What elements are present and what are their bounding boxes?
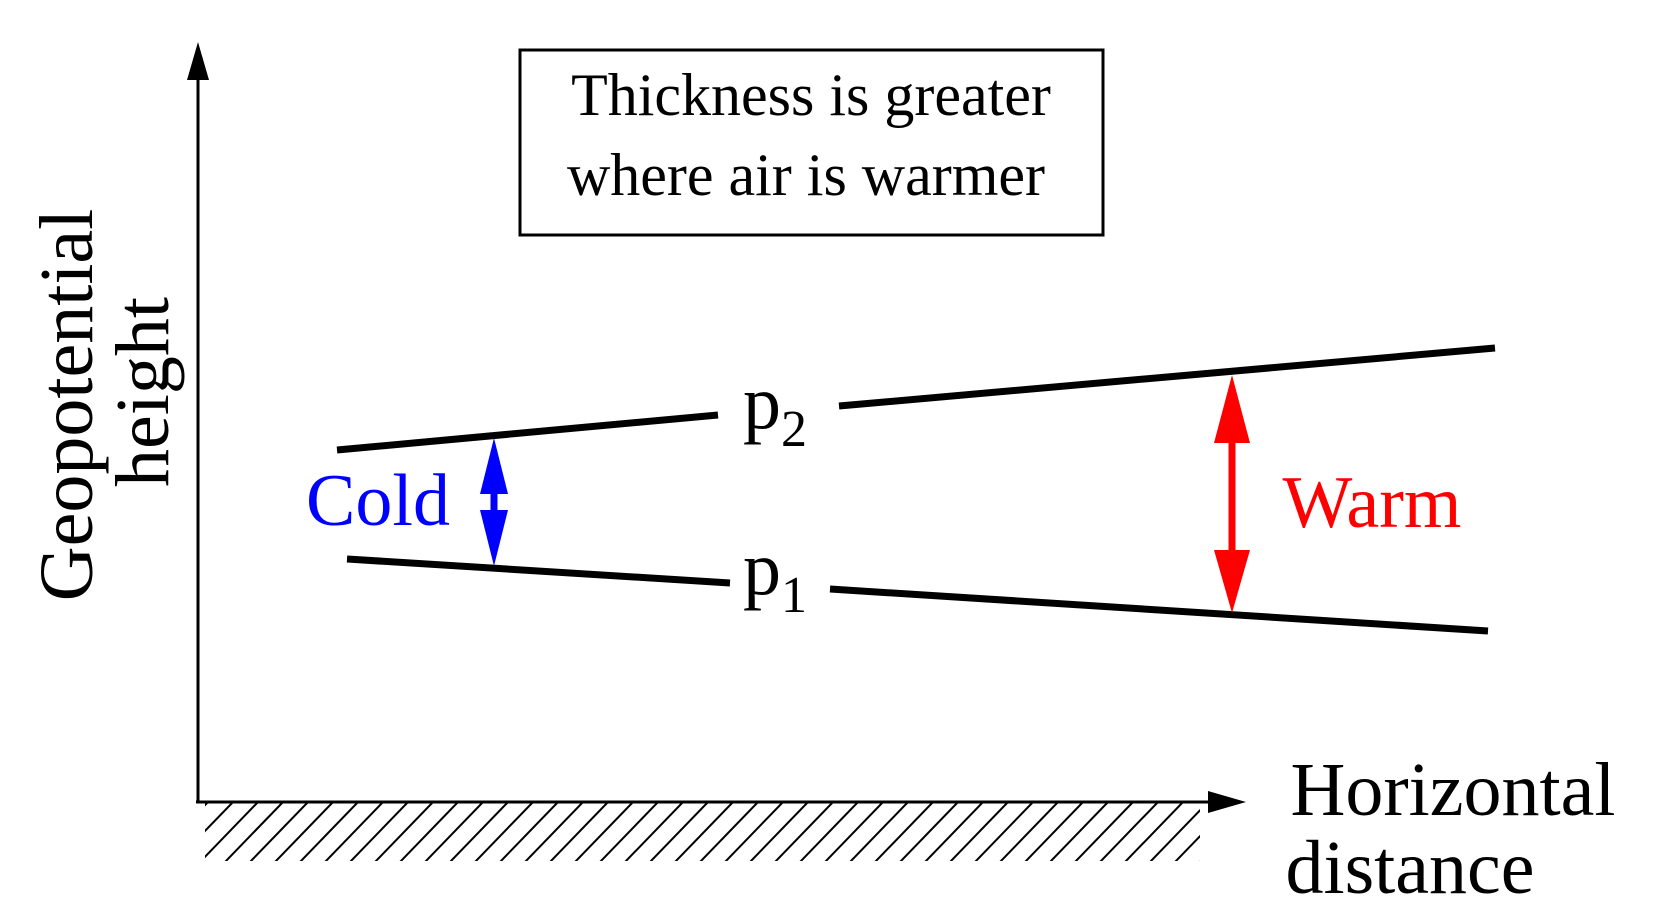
hatch-line — [1024, 802, 1084, 861]
hatch-line — [499, 802, 559, 861]
hatch-line — [205, 802, 259, 859]
hatch-line — [624, 802, 684, 861]
callout-box: Thickness is greater where air is warmer — [518, 48, 1105, 237]
warm-thickness-arrow — [1214, 375, 1250, 613]
lower-pressure-surface: p1 — [346, 527, 1489, 635]
upper-pressure-surface: p2 — [336, 344, 1496, 458]
y-axis-label-line-1: Geopotential — [25, 209, 109, 602]
hatch-line — [449, 802, 509, 861]
hatch-line — [699, 802, 759, 861]
x-axis-arrowhead-icon — [1208, 791, 1246, 813]
hatch-line — [299, 802, 359, 861]
hatch-line — [799, 802, 859, 861]
hatch-line — [824, 802, 884, 861]
hatch-line — [224, 802, 284, 861]
cold-thickness-arrow — [480, 438, 508, 566]
warm-arrow-down-icon — [1214, 550, 1250, 613]
x-axis-label-line-1: Horizontal — [1290, 748, 1615, 832]
hatch-line — [399, 802, 459, 861]
cold-arrow-down-icon — [480, 510, 508, 566]
hatch-line — [1149, 808, 1200, 861]
hatch-line — [949, 802, 1009, 861]
hatch-line — [424, 802, 484, 861]
hatch-line — [1124, 802, 1184, 861]
hatch-line — [774, 802, 834, 861]
y-axis — [187, 42, 209, 802]
upper-surface-label: p2 — [743, 361, 807, 458]
hatch-line — [1225, 802, 1283, 862]
x-axis-label-line-2: distance — [1285, 826, 1534, 907]
hatch-line — [724, 802, 784, 861]
hatch-line — [374, 802, 434, 861]
hatch-line — [649, 802, 709, 861]
hatch-line — [249, 802, 309, 861]
hatch-line — [349, 802, 409, 861]
cold-label: Cold — [306, 460, 450, 542]
hatch-line — [924, 802, 984, 861]
y-axis-arrowhead-icon — [187, 42, 209, 80]
hatch-line — [205, 802, 209, 807]
hatch-line — [324, 802, 384, 861]
hatch-line — [599, 802, 659, 861]
hatch-line — [274, 802, 334, 861]
hatch-line — [1074, 802, 1134, 861]
lower-surface-label: p1 — [743, 527, 807, 624]
hatch-line — [849, 802, 909, 861]
hatch-line — [205, 802, 234, 833]
hatch-line — [974, 802, 1034, 861]
x-axis — [196, 791, 1246, 813]
hatch-line — [749, 802, 809, 861]
hatch-line — [1099, 802, 1159, 861]
y-axis-label-line-2: height — [101, 297, 185, 487]
cold-arrow-up-icon — [480, 438, 508, 494]
warm-arrow-up-icon — [1214, 375, 1250, 443]
hatch-line — [674, 802, 734, 861]
hatch-line — [474, 802, 534, 861]
hatch-line — [524, 802, 584, 861]
callout-line-2: where air is warmer — [567, 142, 1045, 208]
hatch-line — [999, 802, 1059, 861]
ground-hatching — [205, 802, 1283, 862]
callout-line-1: Thickness is greater — [571, 62, 1051, 128]
hatch-line — [1174, 834, 1200, 861]
hatch-line — [549, 802, 609, 861]
warm-label: Warm — [1283, 462, 1462, 544]
hatch-line — [574, 802, 634, 861]
hatch-line — [899, 802, 959, 861]
hatch-line — [874, 802, 934, 861]
hatch-line — [1049, 802, 1109, 861]
